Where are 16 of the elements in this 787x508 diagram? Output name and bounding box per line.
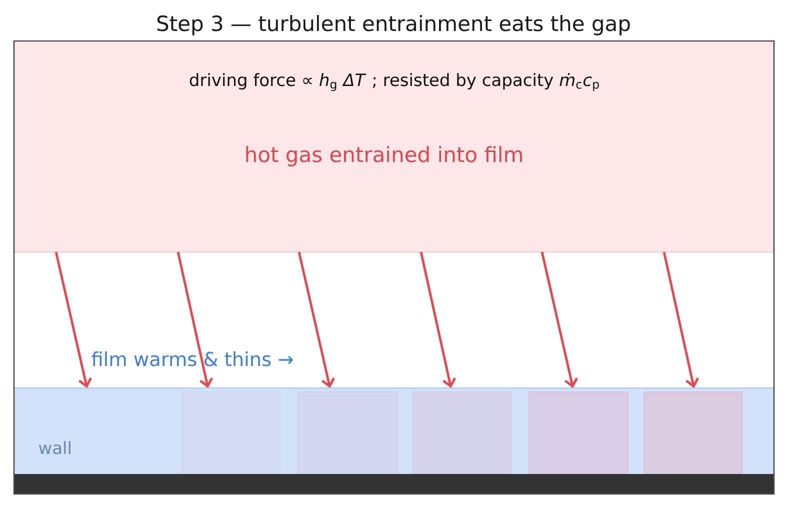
equation-text: driving force ∝ h$_{g}$ ΔT ; resisted by capacity ṁ$_{c}$c$_{p}$ bbox=[190, 73, 599, 92]
film-cell bbox=[298, 392, 398, 474]
film-cell bbox=[182, 392, 280, 474]
wall-label: wall bbox=[38, 441, 70, 454]
film-cell bbox=[412, 392, 512, 474]
caption-text: film warms & thins → bbox=[92, 351, 293, 366]
arrow bbox=[662, 252, 700, 388]
band-label: hot gas entrained into film bbox=[246, 146, 522, 166]
arrow bbox=[298, 252, 335, 388]
arrow bbox=[176, 252, 214, 388]
arrow bbox=[54, 252, 92, 388]
title: Step 3 — turbulent entrainment eats the gap bbox=[157, 15, 630, 36]
arrow bbox=[420, 252, 456, 388]
arrow bbox=[540, 252, 578, 388]
film-cell bbox=[644, 392, 742, 474]
film-cell bbox=[528, 392, 628, 474]
